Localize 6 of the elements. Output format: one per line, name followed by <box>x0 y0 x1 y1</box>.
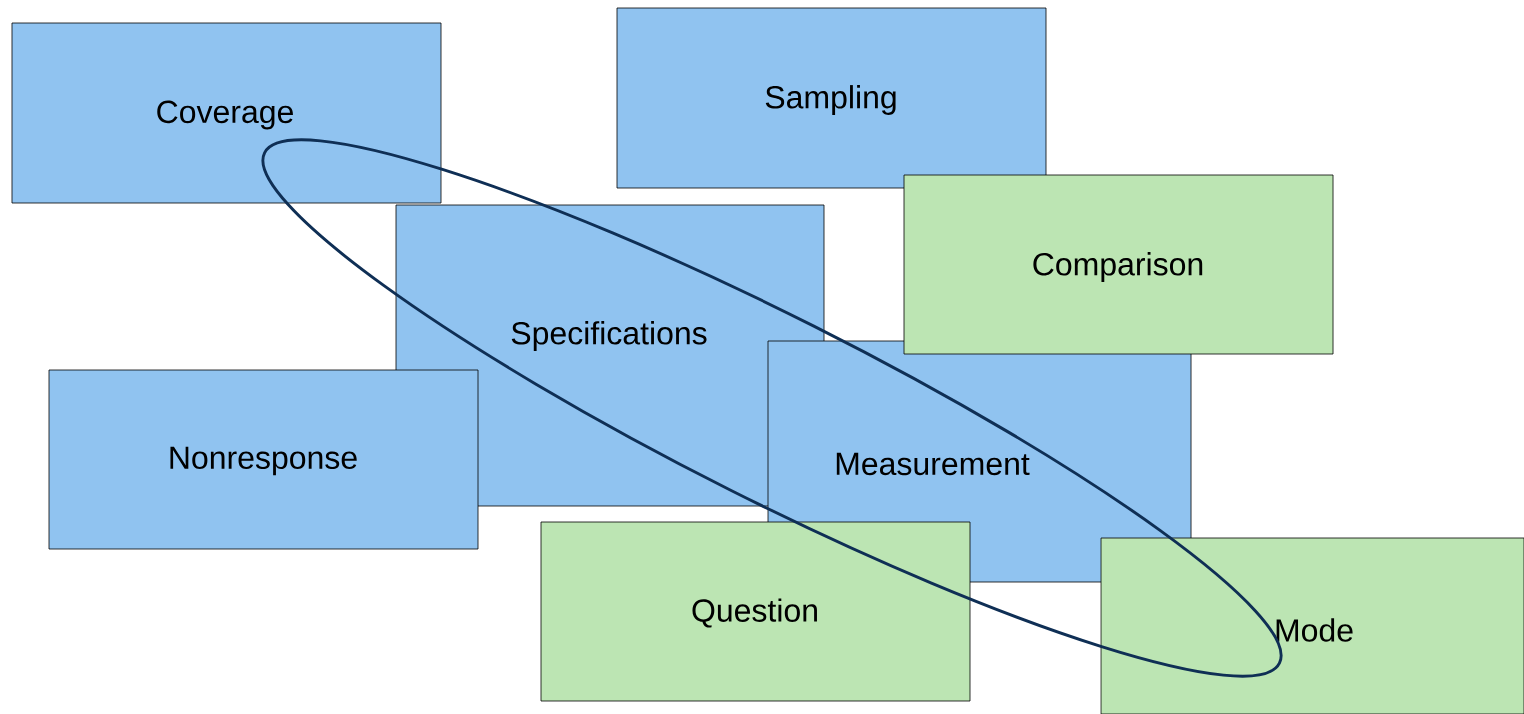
topic-box: Nonresponse <box>48 369 479 550</box>
topic-box: Question <box>540 521 971 702</box>
topic-box: Sampling <box>616 7 1047 189</box>
topic-box: Mode <box>1100 537 1524 714</box>
topic-box: Comparison <box>903 174 1334 355</box>
topic-box: Coverage <box>11 22 442 204</box>
